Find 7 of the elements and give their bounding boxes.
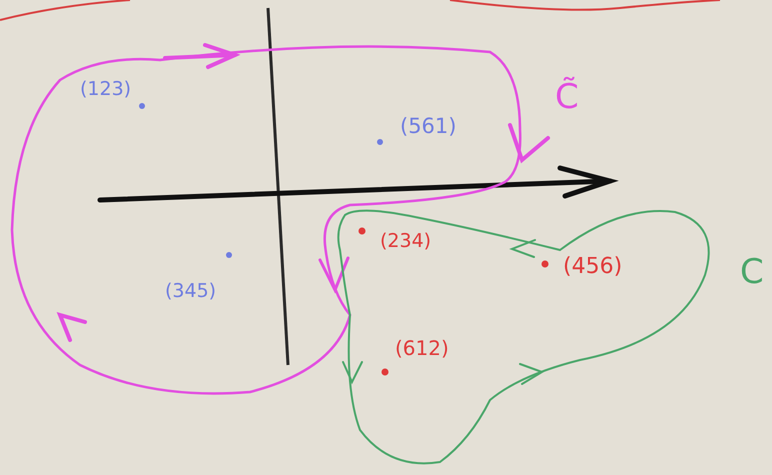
curve-label: C (740, 255, 764, 289)
point-label: (234) (380, 232, 432, 251)
point-label: (612) (395, 338, 449, 358)
point-label: (345) (165, 282, 216, 301)
point-label: (456) (563, 256, 622, 278)
point-label: (561) (400, 116, 456, 137)
point-label: (123) (80, 80, 132, 99)
